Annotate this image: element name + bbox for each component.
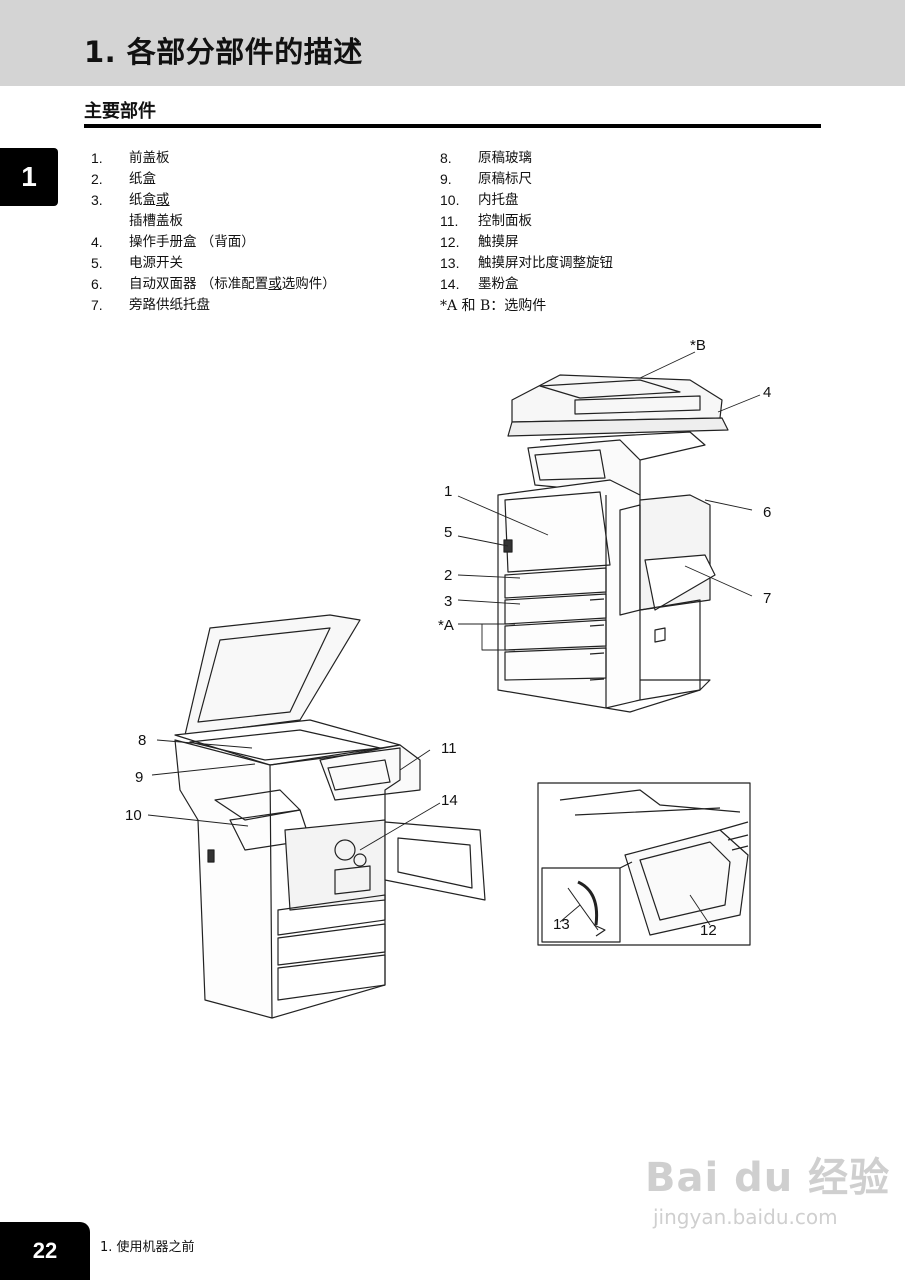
callout-4: 4 [763,384,772,401]
callout-6: 6 [763,504,772,521]
item-number: 12. [440,234,460,250]
list-item: 8. 原稿玻璃 [440,148,613,169]
item-label: 原稿标尺 [478,171,532,187]
item-number: 14. [440,276,460,292]
parts-list-right: 8. 原稿玻璃 9. 原稿标尺 10. 内托盘 11. 控制面板 12. 触摸屏 13. 触… [440,148,613,295]
list-item: 14. 墨粉盒 [440,274,613,295]
list-item: 3. 纸盒或插槽盖板 [91,190,336,232]
callout-9: 9 [135,769,144,786]
item-label-part: 选购件） [281,276,336,292]
item-number: 2. [91,171,103,187]
item-label: 电源开关 [129,255,183,271]
callout-2: 2 [444,567,453,584]
item-label: 纸盒或插槽盖板 [129,190,183,232]
page-number: 22 [0,1222,90,1280]
item-number: 7. [91,297,103,313]
item-number: 8. [440,150,452,166]
page-title: 1. 各部分部件的描述 [84,35,363,69]
item-number: 13. [440,255,460,271]
item-label: 内托盘 [478,192,519,208]
section-title: 主要部件 [84,101,156,122]
list-item: 1. 前盖板 [91,148,336,169]
list-item: 12. 触摸屏 [440,232,613,253]
callout-10: 10 [125,807,142,824]
chapter-tab: 1 [0,148,58,206]
item-label-part: 自动双面器 （标准配置 [129,276,269,292]
item-number: 11. [440,213,459,229]
copier-front-view [497,374,729,713]
touch-panel-inset [537,782,751,946]
list-item: 13. 触摸屏对比度调整旋钮 [440,253,613,274]
section-divider [84,124,821,128]
item-label-or: 或 [156,192,170,208]
list-item: 6. 自动双面器 （标准配置或选购件） [91,274,336,295]
callout-7: 7 [763,590,772,607]
item-number: 9. [440,171,452,187]
callout-a: *A [438,617,454,634]
callout-14: 14 [441,792,458,809]
item-label: 墨粉盒 [478,276,519,292]
callout-13: 13 [553,916,570,933]
list-item: 5. 电源开关 [91,253,336,274]
callout-8: 8 [138,732,147,749]
callout-1: 1 [444,483,453,500]
callout-lines-open [147,739,441,851]
callout-12: 12 [700,922,717,939]
item-label: 前盖板 [129,150,170,166]
callout-b: *B [690,337,706,354]
item-label-or: 或 [268,276,282,292]
list-item: 4. 操作手册盒 （背面） [91,232,336,253]
item-number: 3. [91,192,103,208]
options-note: *A 和 B：选购件 [440,298,547,314]
callout-lines-front [457,351,761,651]
watermark-brand: Bai du 经验 [645,1155,891,1201]
list-item: 11. 控制面板 [440,211,613,232]
item-label: 操作手册盒 （背面） [129,234,255,250]
parts-list-left: 1.前盖板 2.纸盒 3.纸盒或插槽盖板 4.操作手册盒 （背面） 5.电源开关… [91,148,336,316]
item-label: 原稿玻璃 [478,150,532,166]
item-number: 1. [91,150,103,166]
item-label: 旁路供纸托盘 [129,297,210,313]
page-header: 1. 各部分部件的描述 [0,0,905,86]
item-number: 10. [440,192,460,208]
callout-5: 5 [444,524,453,541]
footer-chapter: 1. 使用机器之前 [100,1240,195,1255]
item-label: 纸盒 [129,171,156,187]
callout-11: 11 [441,740,457,757]
item-label: 触摸屏 [478,234,519,250]
list-item: 7. 旁路供纸托盘 [91,295,336,316]
callout-3: 3 [444,593,453,610]
item-label: 控制面板 [478,213,532,229]
list-item: 9. 原稿标尺 [440,169,613,190]
item-number: 5. [91,255,103,271]
item-label: 触摸屏对比度调整旋钮 [478,255,613,271]
item-label-part: 纸盒 [129,192,156,208]
baidu-watermark: Bai du 经验 jingyan.baidu.com [645,1145,890,1229]
item-label-part: 插槽盖板 [129,213,183,229]
item-label: 自动双面器 （标准配置或选购件） [129,274,336,295]
list-item: 10. 内托盘 [440,190,613,211]
watermark-url: jingyan.baidu.com [653,1205,838,1229]
item-number: 6. [91,276,103,292]
item-number: 4. [91,234,103,250]
list-item: 2. 纸盒 [91,169,336,190]
callout-lines-inset [559,894,711,926]
copier-open-view [174,614,486,1019]
